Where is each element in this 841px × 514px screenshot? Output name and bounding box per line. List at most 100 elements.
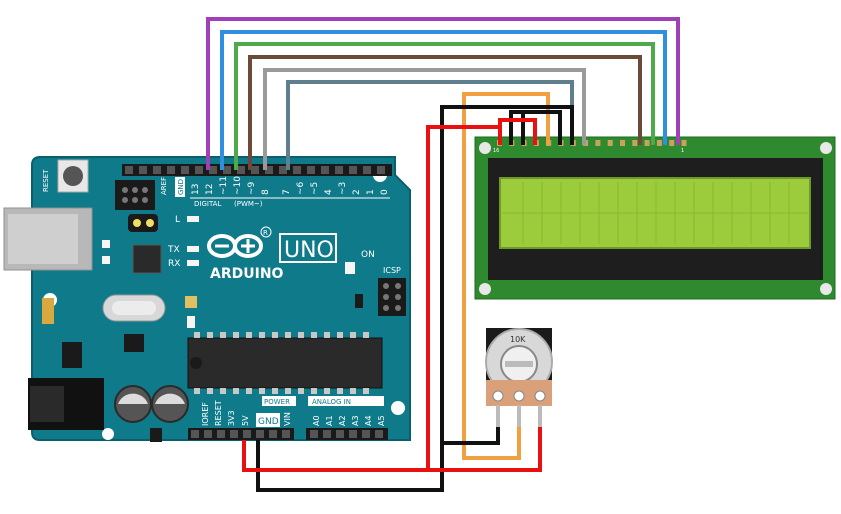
lcd-pin-last-label: 1 <box>681 148 684 154</box>
pot-knob-slot <box>505 361 533 367</box>
led-l <box>187 216 199 222</box>
lcd-character-grid <box>502 182 808 244</box>
icsp-label: ICSP <box>383 266 401 275</box>
led-tx <box>187 246 199 252</box>
led-l-label: L <box>175 215 180 225</box>
power-pin-label: IOREF <box>201 402 210 426</box>
header-hole <box>195 166 203 174</box>
header-hole <box>223 166 231 174</box>
header-hole <box>191 430 199 438</box>
header-hole <box>139 166 147 174</box>
wire-blue <box>220 30 667 170</box>
lcd-pin <box>644 140 650 146</box>
header-hole <box>265 166 273 174</box>
gnd-top-box <box>175 177 185 197</box>
reset-label: RESET <box>42 169 50 192</box>
digital-pin-label: ~9 <box>247 181 257 195</box>
header-hole <box>349 430 357 438</box>
header-hole <box>153 166 161 174</box>
icsp-header <box>378 278 406 316</box>
fuse <box>42 298 54 324</box>
power-pin-label: VIN <box>283 412 292 426</box>
header-hole <box>377 166 385 174</box>
lcd-pin <box>595 140 601 146</box>
wire-black-lcd <box>509 110 562 145</box>
analog-box <box>308 396 384 406</box>
analog-pin-label: A0 <box>312 415 321 426</box>
header-hole <box>363 166 371 174</box>
header-hole <box>321 166 329 174</box>
header-hole <box>310 430 318 438</box>
wire-brown <box>248 55 642 170</box>
header-hole <box>204 430 212 438</box>
header-hole <box>230 430 238 438</box>
header-hole <box>375 430 383 438</box>
digital-pin-label: 13 <box>191 184 201 195</box>
power-pin-label: RESET <box>214 400 223 426</box>
pwm-label: (PWM~) <box>234 200 263 208</box>
reset-button-cap[interactable] <box>63 166 83 186</box>
analog-pin-label: A4 <box>364 415 373 426</box>
lcd-16x2-module: 16 1 <box>474 136 836 300</box>
digital-pin-label: ~11 <box>219 176 229 195</box>
header-hole <box>293 166 301 174</box>
pot-leg <box>517 405 521 427</box>
uno-box <box>279 233 337 263</box>
lcd-pin <box>632 140 638 146</box>
lcd-pin <box>669 140 675 146</box>
header-hole <box>336 430 344 438</box>
dc-jack-socket <box>30 386 64 422</box>
gnd-box-label: GND <box>258 417 279 427</box>
mounting-hole <box>391 401 405 415</box>
wire-purple <box>206 17 680 170</box>
lcd-mounting-hole <box>479 142 491 154</box>
digital-pin-label: 7 <box>282 189 292 195</box>
lcd-pin-first-label: 16 <box>493 148 499 154</box>
header-hole <box>217 430 225 438</box>
digital-pin-label: ~3 <box>338 182 348 195</box>
analog-pin-label: A5 <box>377 415 386 426</box>
power-header <box>188 428 294 440</box>
digital-pin-label: 12 <box>205 184 215 195</box>
uno-model-text: UNO <box>284 238 334 263</box>
analog-in-label: ANALOG IN <box>312 398 351 406</box>
digital-pin-label: 4 <box>324 189 334 195</box>
power-led <box>345 262 355 274</box>
gnd-top-label: GND <box>177 179 185 195</box>
analog-pin-label: A3 <box>351 415 360 426</box>
lcd-pin <box>656 140 662 146</box>
lcd-pin <box>681 140 687 146</box>
header-hole <box>279 166 287 174</box>
usb-icsp-header <box>115 180 155 210</box>
digital-label: DIGITAL <box>194 200 221 208</box>
header-hole <box>167 166 175 174</box>
header-hole <box>256 430 264 438</box>
header-hole <box>181 166 189 174</box>
header-hole <box>243 430 251 438</box>
voltage-regulator <box>62 342 82 368</box>
header-hole <box>282 430 290 438</box>
registered-mark: R <box>263 229 268 237</box>
pot-value-label: 10K <box>510 335 526 344</box>
header-hole <box>323 430 331 438</box>
led-yellow <box>185 296 197 308</box>
lcd-pin <box>620 140 625 146</box>
wire-black-pot <box>442 427 500 445</box>
analog-pin-label: A2 <box>338 415 347 426</box>
lcd-pin <box>607 140 613 146</box>
led-tx-label: TX <box>167 245 180 255</box>
pot-leg <box>538 405 542 427</box>
wire-orange-pot-wiper <box>462 92 550 460</box>
wires <box>206 17 680 492</box>
power-label: POWER <box>264 398 290 406</box>
header-hole <box>237 166 245 174</box>
led-rx-label: RX <box>168 259 180 269</box>
potentiometer: 10K <box>485 328 553 427</box>
header-hole <box>209 166 217 174</box>
digital-pin-label: 8 <box>261 189 271 195</box>
wire-green <box>234 42 655 170</box>
aref-label: AREF <box>160 177 168 195</box>
atmega328-chip <box>187 337 383 389</box>
header-hole <box>307 166 315 174</box>
